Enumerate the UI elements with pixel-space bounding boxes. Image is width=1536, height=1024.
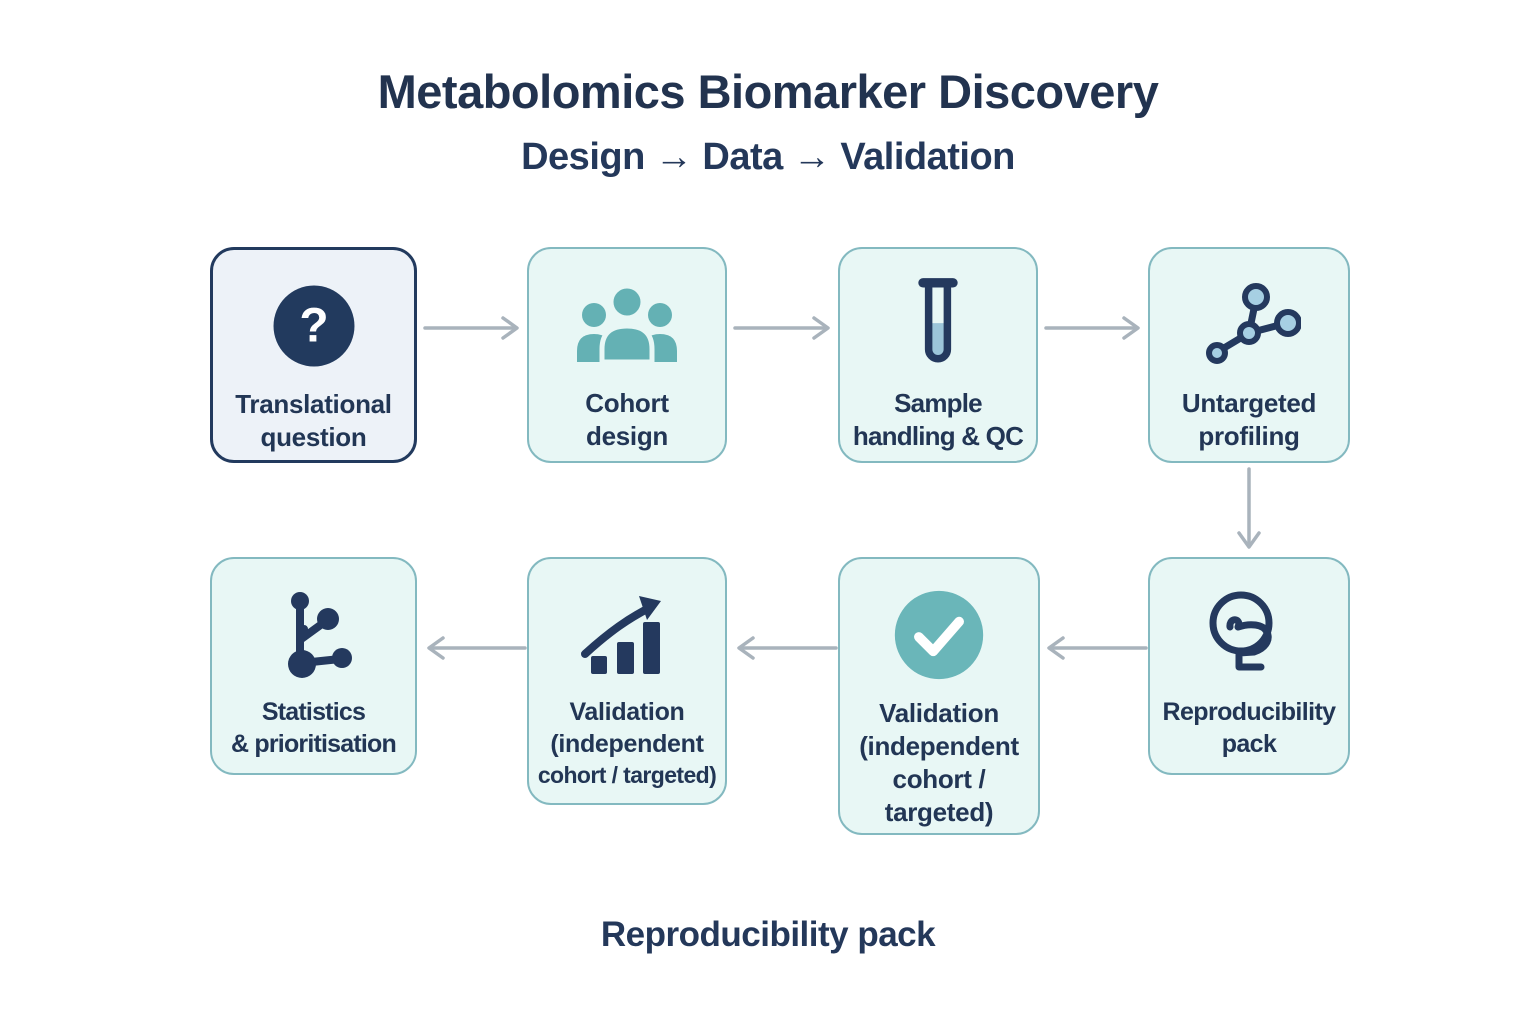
page-subtitle: Design → Data → Validation bbox=[521, 136, 1015, 178]
node-cohort-design: Cohort design bbox=[527, 247, 727, 463]
arrow-untargeted-to-reproducibility bbox=[1237, 467, 1261, 549]
node-translational-question: ? Translational question bbox=[210, 247, 417, 463]
arrow-question-to-cohort bbox=[423, 316, 519, 340]
arrow-cohort-to-sample bbox=[733, 316, 830, 340]
node-label: Statistics & prioritisation bbox=[231, 698, 397, 758]
node-statistics-prioritisation: Statistics & prioritisation bbox=[210, 557, 417, 775]
node-label: Translational question bbox=[235, 389, 392, 453]
node-label: Validation (independent cohort / targete… bbox=[859, 698, 1019, 828]
branch-nodes-icon bbox=[264, 579, 364, 691]
checkmark-circle-icon bbox=[891, 579, 987, 691]
people-group-icon bbox=[572, 269, 682, 381]
arrow-validation-chart-to-statistics bbox=[427, 636, 527, 660]
bottom-caption: Reproducibility pack bbox=[600, 915, 936, 954]
arrow-reproducibility-to-validation-check bbox=[1047, 636, 1148, 660]
reproducibility-pack-icon bbox=[1197, 579, 1301, 691]
arrow-validation-check-to-validation-chart bbox=[737, 636, 838, 660]
molecule-network-icon bbox=[1197, 269, 1301, 381]
node-validation-chart: Validation (independent cohort / targete… bbox=[527, 557, 727, 805]
node-sample-handling-qc: Sample handling & QC bbox=[838, 247, 1038, 463]
node-label: Sample handling & QC bbox=[852, 388, 1024, 452]
node-validation-check: Validation (independent cohort / targete… bbox=[838, 557, 1040, 835]
node-label: Untargeted profiling bbox=[1181, 388, 1317, 452]
node-label: Cohort design bbox=[585, 388, 669, 452]
growth-chart-icon bbox=[575, 579, 679, 691]
svg-text:?: ? bbox=[299, 300, 328, 353]
node-untargeted-profiling: Untargeted profiling bbox=[1148, 247, 1350, 463]
test-tube-icon bbox=[908, 269, 968, 381]
node-label: Validation (independent cohort / targete… bbox=[537, 698, 717, 788]
question-icon: ? bbox=[268, 270, 360, 382]
node-reproducibility-pack: Reproducibility pack bbox=[1148, 557, 1350, 775]
arrow-sample-to-untargeted bbox=[1044, 316, 1140, 340]
page-title: Metabolomics Biomarker Discovery bbox=[377, 65, 1159, 118]
node-label: Reproducibility pack bbox=[1162, 698, 1337, 758]
